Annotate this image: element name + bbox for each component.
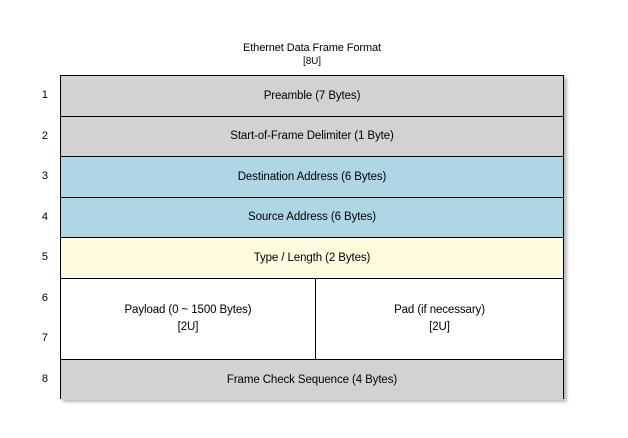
frame-field-type-length: Type / Length (2 Bytes) <box>61 238 563 279</box>
frame-field-start-of-frame-delimiter: Start-of-Frame Delimiter (1 Byte) <box>61 116 563 157</box>
frame-field-label: Frame Check Sequence (4 Bytes) <box>226 373 398 386</box>
frame-field-label: Destination Address (6 Bytes) <box>237 170 387 183</box>
frame-field-preamble: Preamble (7 Bytes) <box>61 76 563 117</box>
frame-field-pad: Pad (if necessary) [2U] <box>316 278 563 359</box>
row-number-gutter: 1 2 3 4 5 6 7 8 <box>0 75 52 399</box>
row-number-5: 5 <box>41 251 48 263</box>
row-number-3: 3 <box>41 170 48 182</box>
frame-field-label: Source Address (6 Bytes) <box>248 211 376 224</box>
row-number-7: 7 <box>41 332 48 344</box>
row-number-1: 1 <box>41 89 48 101</box>
frame-field-destination-address: Destination Address (6 Bytes) <box>61 157 563 198</box>
diagram-title: Ethernet Data Frame Format <box>242 42 381 54</box>
frame-field-note: [2U] <box>177 320 199 333</box>
frame-field-label: Payload (0 ~ 1500 Bytes) <box>124 303 252 316</box>
diagram-title-note: [8U] <box>303 56 321 67</box>
ethernet-frame-table: Preamble (7 Bytes) Start-of-Frame Delimi… <box>60 75 564 400</box>
frame-field-source-address: Source Address (6 Bytes) <box>61 197 563 238</box>
row-number-2: 2 <box>41 129 48 142</box>
frame-field-label: Start-of-Frame Delimiter (1 Byte) <box>230 130 394 143</box>
row-number-6: 6 <box>41 291 48 304</box>
frame-field-label: Type / Length (2 Bytes) <box>253 251 371 264</box>
frame-field-payload-pad-row: Payload (0 ~ 1500 Bytes) [2U] Pad (if ne… <box>61 278 563 360</box>
frame-field-label: Preamble (7 Bytes) <box>263 89 361 102</box>
frame-field-payload: Payload (0 ~ 1500 Bytes) [2U] <box>61 278 316 359</box>
row-number-8: 8 <box>41 372 48 385</box>
frame-field-frame-check-sequence: Frame Check Sequence (4 Bytes) <box>61 359 563 400</box>
page-title: Ethernet Data Frame Format [8U] <box>60 42 564 68</box>
frame-field-note: [2U] <box>429 320 450 333</box>
row-number-4: 4 <box>41 210 48 223</box>
frame-field-label: Pad (if necessary) <box>394 303 485 316</box>
